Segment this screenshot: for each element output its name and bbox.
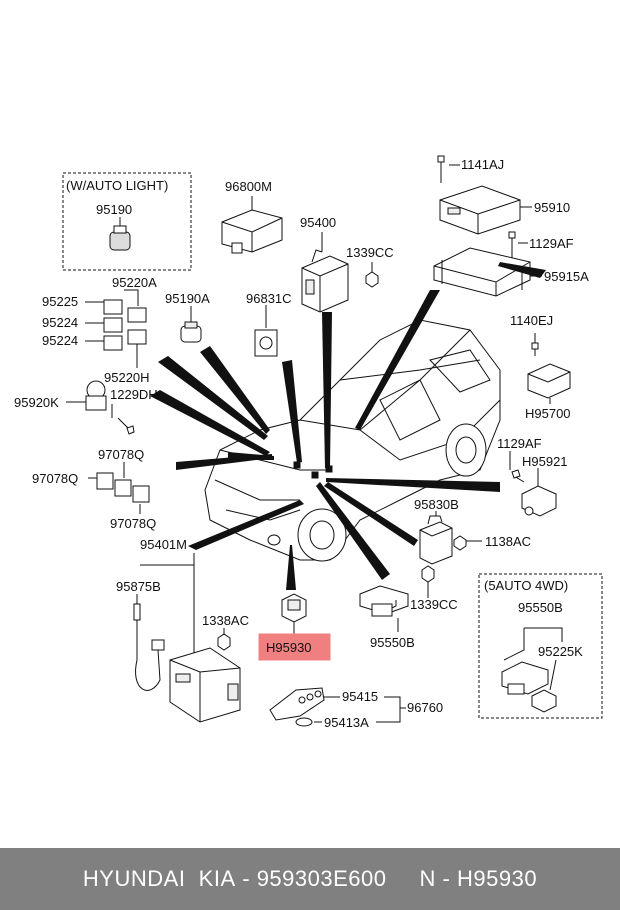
label-95550b-center: 95550B <box>370 635 415 650</box>
footer-bar: HYUNDAI KIA - 959303E600 N - H95930 <box>0 848 620 910</box>
label-1129af-top: 1129AF <box>529 236 574 251</box>
label-95220a: 95220A <box>112 275 157 290</box>
module-95550b-box-icon <box>501 661 549 695</box>
sensor-h95921-icon <box>521 485 557 517</box>
bolt-1339cc-bottom-icon <box>421 565 435 583</box>
label-95401m: 95401M <box>140 537 187 552</box>
label-95224-b: 95224 <box>42 333 78 348</box>
label-95920k: 95920K <box>14 395 59 410</box>
bolt-1141aj-icon <box>437 155 445 183</box>
label-95550b-box: 95550B <box>518 600 563 615</box>
label-95875b: 95875B <box>116 579 161 594</box>
ecu-95910-icon <box>439 185 521 235</box>
vehicle-suv-icon <box>204 319 501 562</box>
nut-1338ac-icon <box>217 633 231 651</box>
label-95415: 95415 <box>342 689 378 704</box>
label-auto-light: (W/AUTO LIGHT) <box>66 178 168 193</box>
label-1339cc-bottom: 1339CC <box>410 597 458 612</box>
label-95400: 95400 <box>300 215 336 230</box>
sensor-95190-icon <box>109 225 131 251</box>
label-95830b: 95830B <box>414 497 459 512</box>
bolt-1129af-top-icon <box>508 231 516 258</box>
bolt-1129af-right-icon <box>511 469 525 483</box>
label-h95930: H95930 <box>266 640 312 655</box>
module-95400-icon <box>301 232 349 313</box>
part-h95930-icon <box>281 593 307 623</box>
bolt-1339cc-top-icon <box>365 262 379 288</box>
module-96831c-icon <box>254 329 278 357</box>
auto-4wd-box <box>478 573 603 719</box>
relay-95225k-icon <box>531 689 557 713</box>
label-96831c: 96831C <box>246 291 292 306</box>
label-95225k: 95225K <box>538 644 583 659</box>
key-fob-95415-icon <box>269 687 325 721</box>
footer-brand: HYUNDAI KIA <box>82 866 236 891</box>
module-95830b-icon <box>419 515 453 565</box>
module-95401m-icon <box>169 647 241 723</box>
sensor-95920k-icon <box>85 380 107 411</box>
module-96800m-icon <box>221 196 283 254</box>
antenna-95875b-icon <box>133 594 165 691</box>
label-95413a: 95413A <box>324 715 369 730</box>
battery-95413a-icon <box>295 717 313 727</box>
footer-separator: - <box>235 866 257 891</box>
label-95910: 95910 <box>534 200 570 215</box>
module-h95700-icon <box>527 363 571 399</box>
nut-1138ac-icon <box>453 535 467 551</box>
auto-light-box <box>62 172 192 271</box>
label-1129af-right: 1129AF <box>497 436 542 451</box>
label-97078q-top: 97078Q <box>98 447 144 462</box>
label-1138ac: 1138AC <box>485 534 531 549</box>
screw-1229dh-icon <box>117 417 135 435</box>
label-95225: 95225 <box>42 294 78 309</box>
label-1140ej: 1140EJ <box>510 313 553 328</box>
label-h95700: H95700 <box>525 406 571 421</box>
label-1141aj: 1141AJ <box>461 157 504 172</box>
footer-part-number: 959303E600 <box>256 866 387 891</box>
label-95220h: 95220H <box>104 370 150 385</box>
bolt-1140ej-icon <box>531 333 539 356</box>
label-97078q-left: 97078Q <box>32 471 78 486</box>
highlight-h95930-box <box>258 633 331 661</box>
label-96800m: 96800M <box>225 179 272 194</box>
label-h95921: H95921 <box>522 454 568 469</box>
module-95550b-center-icon <box>359 585 409 617</box>
label-95915a: 95915A <box>544 269 589 284</box>
label-4wd: (5AUTO 4WD) <box>484 578 568 593</box>
relay-group-icon <box>103 299 147 351</box>
label-95190a: 95190A <box>165 291 210 306</box>
footer-gap <box>386 866 419 892</box>
sensor-95190a-icon <box>180 321 202 343</box>
bracket-95915a-icon <box>433 247 531 297</box>
parts-diagram: (W/AUTO LIGHT) 95190 96800M 95400 1339CC… <box>14 155 603 730</box>
leader-wedges <box>150 262 546 590</box>
label-1339cc-top: 1339CC <box>346 245 394 260</box>
label-1338ac: 1338AC <box>202 613 249 628</box>
label-97078q-bottom: 97078Q <box>110 516 156 531</box>
label-1229dh: 1229DH <box>110 387 158 402</box>
relay-97078q-icon <box>96 472 150 503</box>
footer-ref: N - H95930 <box>419 866 538 891</box>
label-96760: 96760 <box>407 700 443 715</box>
label-95224-a: 95224 <box>42 315 78 330</box>
label-95190: 95190 <box>96 202 132 217</box>
